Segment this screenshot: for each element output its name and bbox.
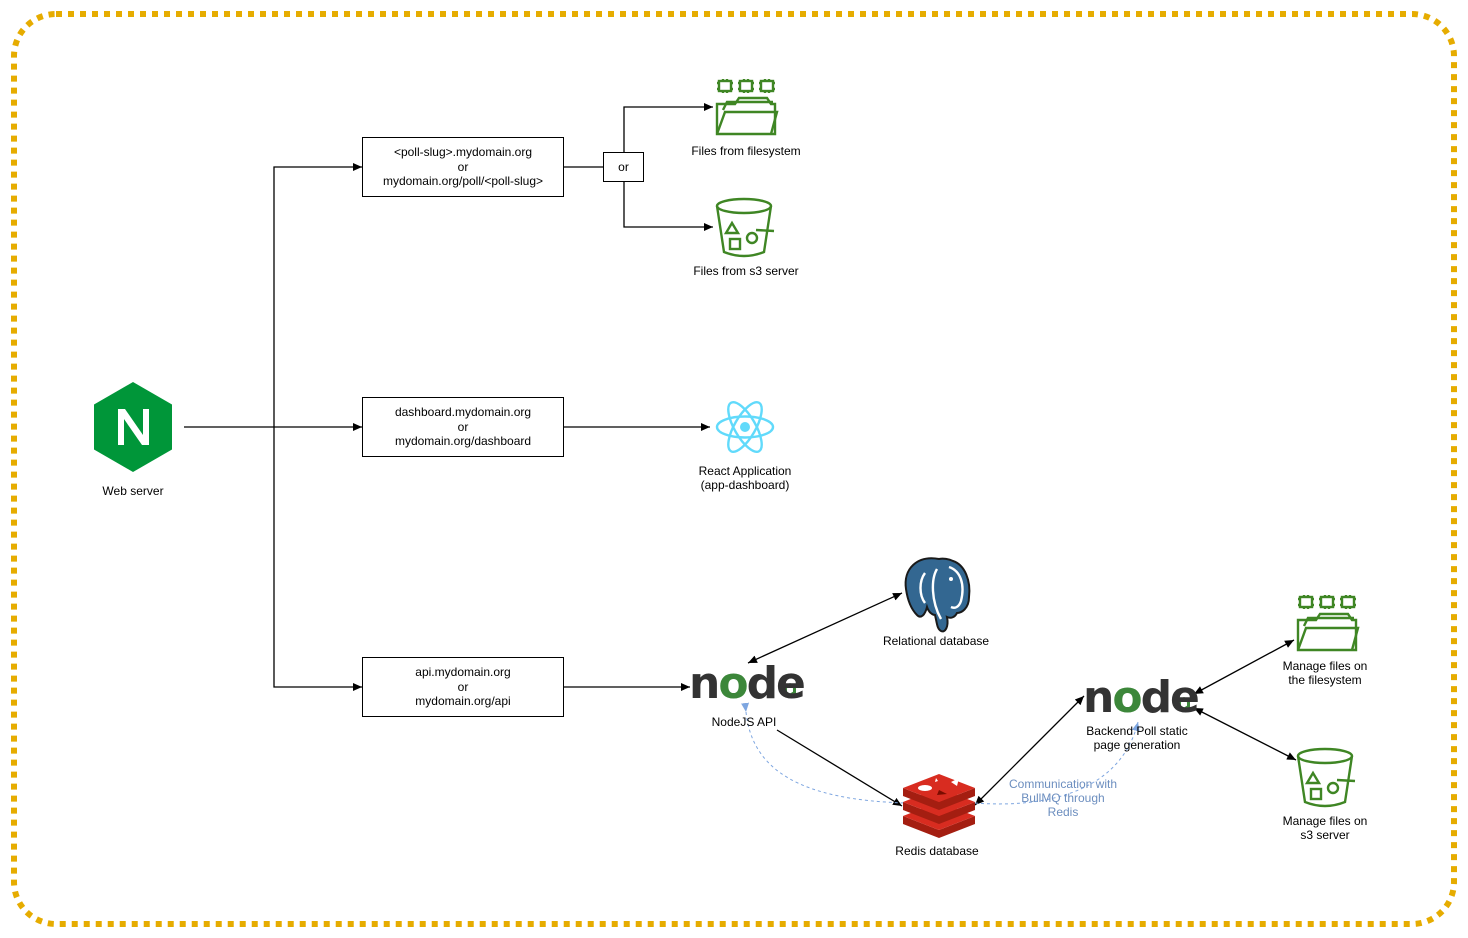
redis-icon [903,774,975,838]
manage-fs-line-1: Manage files on [1282,659,1368,673]
manage-s3-label: Manage files on s3 server [1283,814,1368,842]
nginx-icon [94,382,172,472]
annotation-line-2: BullMQ through [1021,791,1105,805]
nodejs-logo-n: n [1083,672,1114,723]
bullmq-annotation: Communication with BullMQ through Redis [1009,777,1117,819]
folder-chips-icon [715,79,779,136]
files-s3-label: Files from s3 server [693,264,799,278]
nodejs-logo-n: n [689,658,720,709]
poll-route-line-2: or [457,159,469,174]
dashboard-route-box: dashboard.mydomain.org or mydomain.org/d… [362,397,564,457]
annotation-line-3: Redis [1047,805,1079,819]
nodejs-logo-o: o [718,658,748,709]
backend-poll-line-2: page generation [1093,738,1181,752]
dashboard-route-line-2: or [457,419,469,434]
backend-poll-line-1: Backend Poll static [1086,724,1188,738]
annotation-line-1: Communication with [1008,777,1118,791]
postgresql-elephant-icon [904,557,971,633]
folder-chips-icon [1296,595,1360,652]
web-server-label: Web server [102,484,164,498]
react-icon [715,400,775,454]
nodejs-hex-accent [1178,697,1190,711]
manage-s3-line-2: s3 server [1300,828,1350,842]
nodejs-logo-de: de [1140,672,1200,723]
nodejs-logo-o: o [1112,672,1142,723]
nodejs-api-logo: node [689,662,806,706]
nodejs-hex-accent [784,683,796,697]
poll-route-line-1: <poll-slug>.mydomain.org [393,145,533,160]
postgres-label: Relational database [882,634,990,648]
s3-bucket-icon [1296,747,1356,808]
backend-poll-label: Backend Poll static page generation [1086,724,1187,752]
react-app-line-1: React Application [698,464,792,478]
api-route-line-3: mydomain.org/api [415,694,511,709]
react-app-line-2: (app-dashboard) [700,478,790,492]
manage-s3-line-1: Manage files on [1282,814,1368,828]
connectors [184,103,1297,807]
poll-route-line-3: mydomain.org/poll/<poll-slug> [382,174,544,189]
poll-route-box: <poll-slug>.mydomain.org or mydomain.org… [362,137,564,197]
manage-fs-label: Manage files on the filesystem [1283,659,1368,687]
api-route-box: api.mydomain.org or mydomain.org/api [362,657,564,717]
or-switch-label: or [618,160,629,174]
nodejs-logo-de: de [746,658,806,709]
dashboard-route-line-1: dashboard.mydomain.org [394,405,532,420]
api-route-line-1: api.mydomain.org [415,665,511,680]
redis-label: Redis database [895,844,979,858]
or-switch-box: or [603,152,644,182]
nodejs-api-label: NodeJS API [711,715,777,729]
outer-container [11,11,1457,927]
s3-bucket-icon [715,197,775,258]
backend-poll-node-logo: node [1083,676,1200,720]
bullmq-communication-curves [741,702,1140,805]
react-app-label: React Application (app-dashboard) [699,464,792,492]
api-route-line-2: or [457,679,469,694]
files-fs-label: Files from filesystem [691,144,801,158]
manage-fs-line-2: the filesystem [1288,673,1362,687]
dashboard-route-line-3: mydomain.org/dashboard [394,434,532,449]
